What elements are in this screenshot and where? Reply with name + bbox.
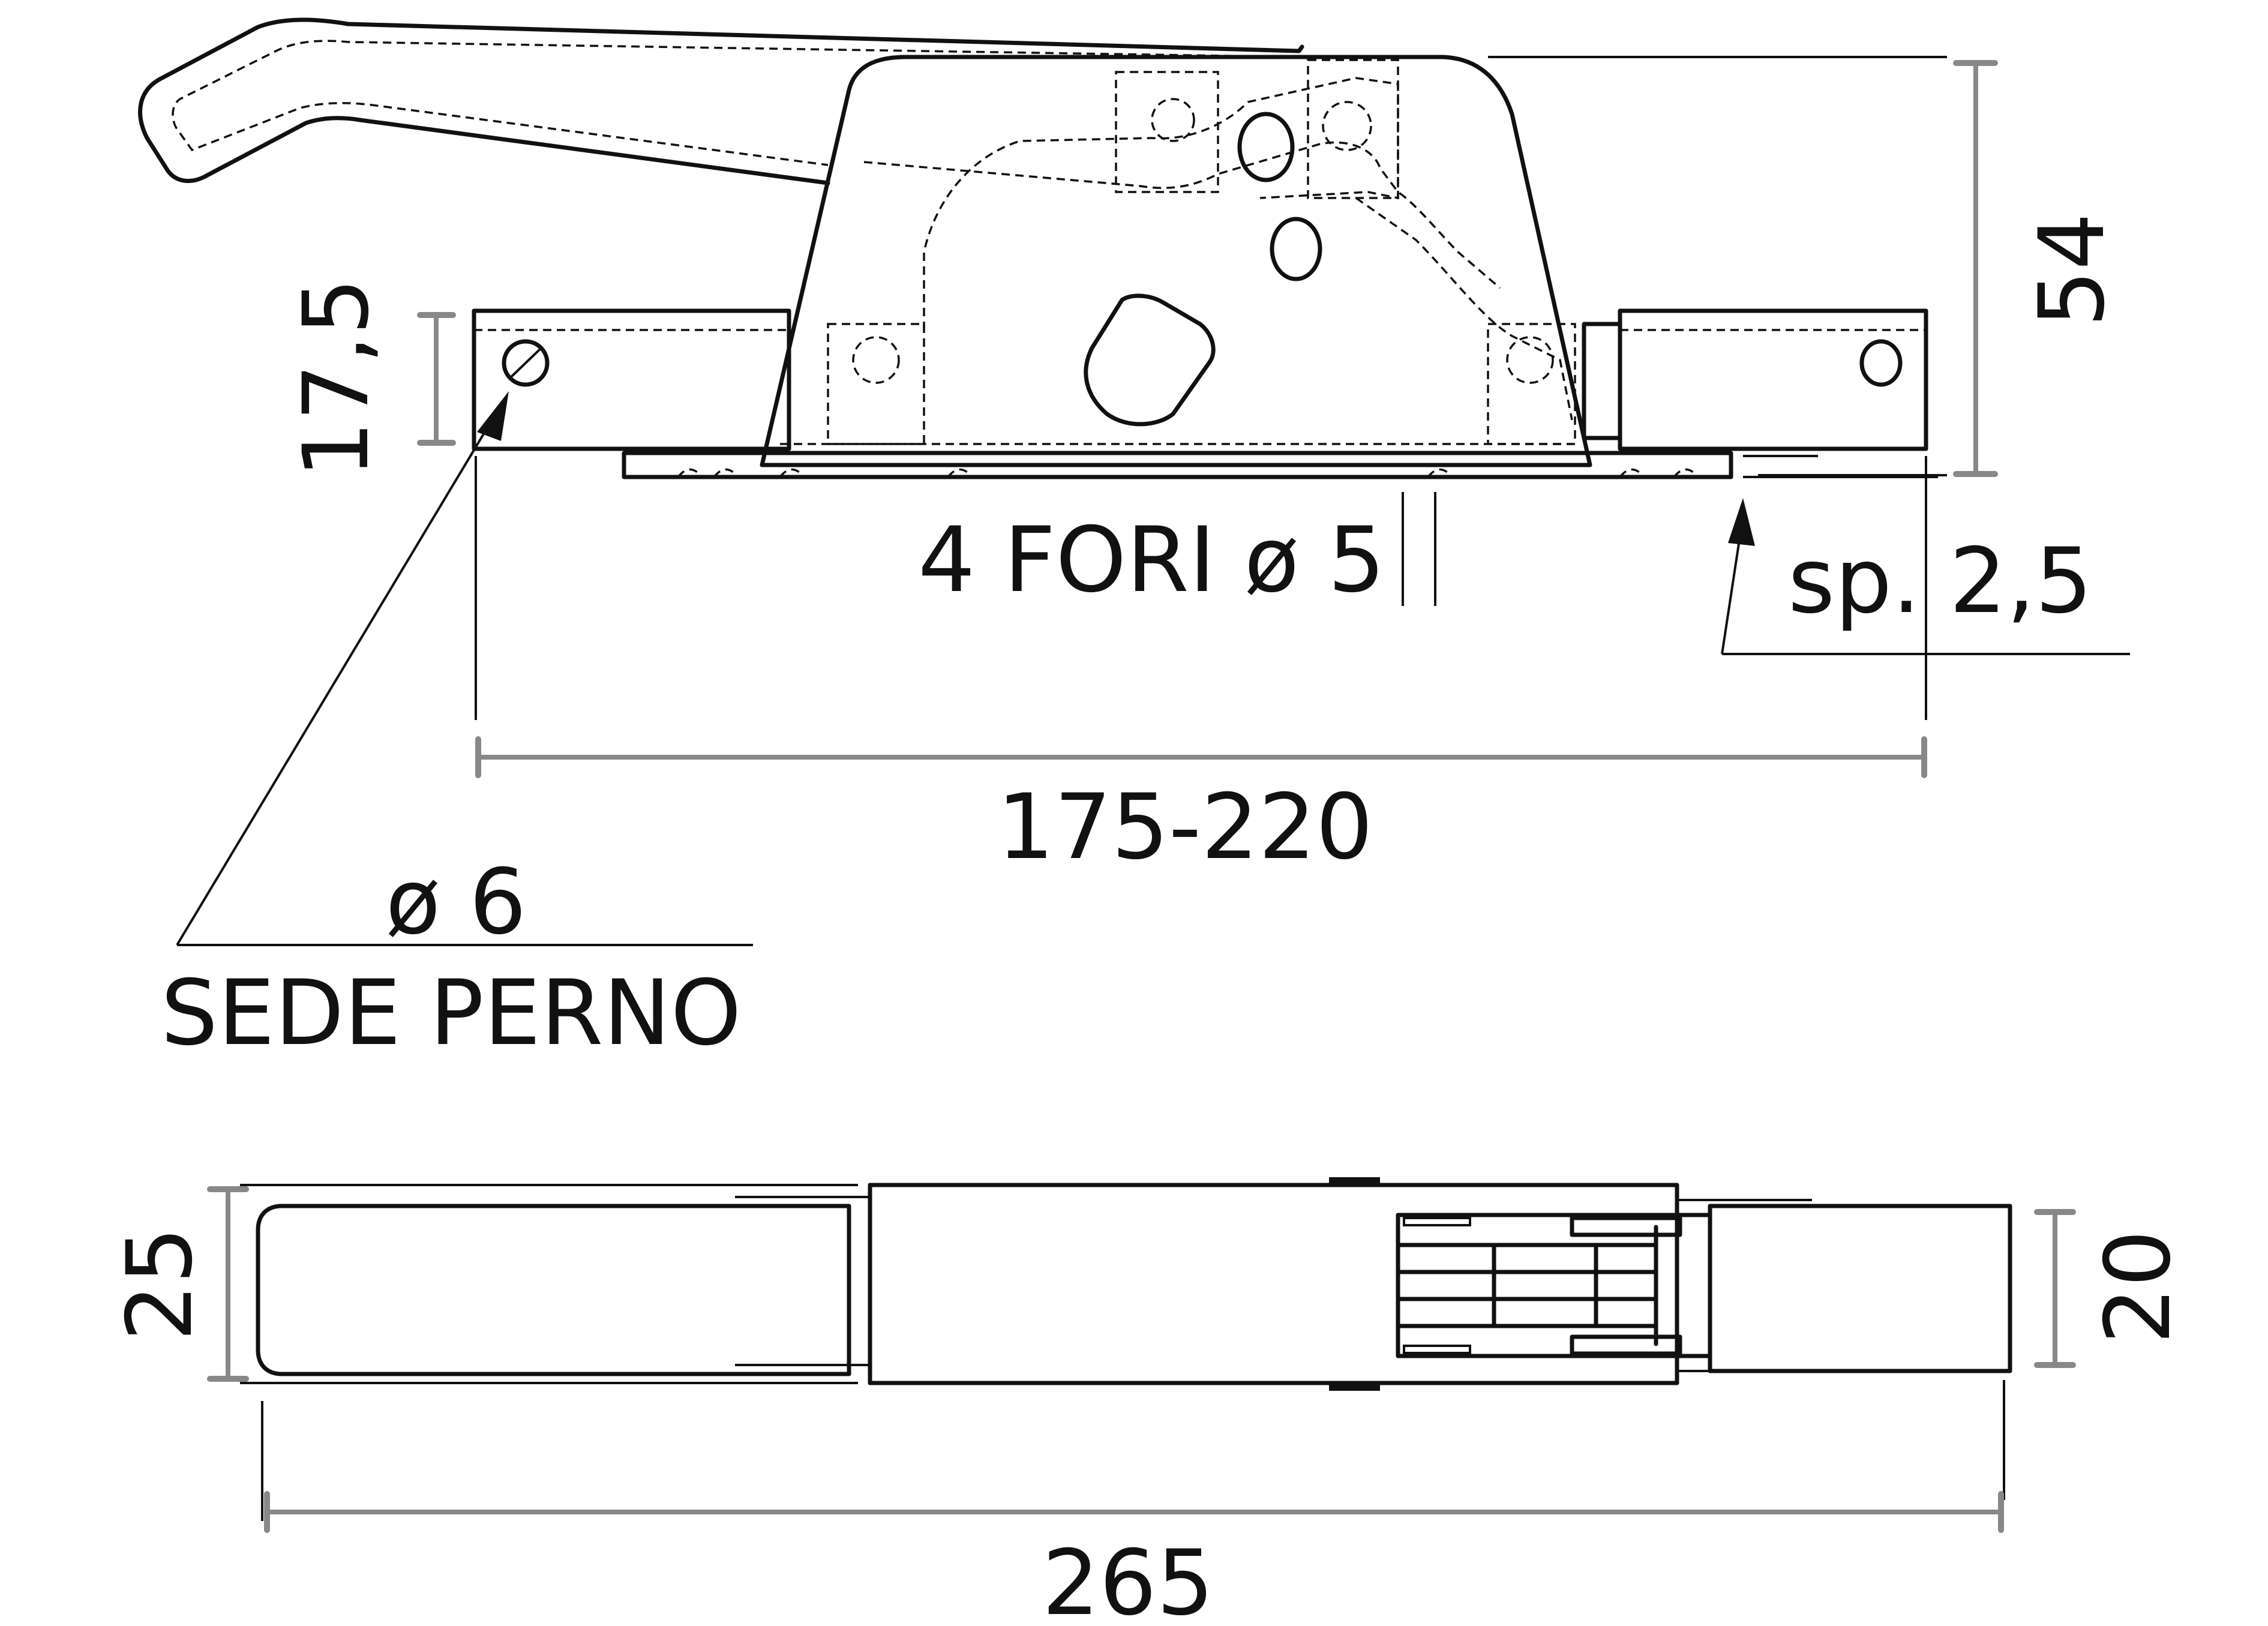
top-end-tab: [1708, 1204, 2012, 1373]
top-handle: [256, 1204, 851, 1376]
lever-handle-inner-hidden: [172, 40, 1303, 166]
left-mounting-tab: [472, 308, 791, 451]
side-view: 54 17,5 4 FORI ø 5 sp. 2,5 175-220 ø 6 S…: [138, 17, 2130, 1066]
thickness-arrow: [1728, 498, 1755, 546]
hidden-lower-block-left: [827, 323, 925, 445]
thickness-leader-diag: [1721, 527, 1742, 655]
pin-seat-label: SEDE PERNO: [161, 961, 742, 1066]
hinge-pin-top: [1570, 1216, 1682, 1237]
dim-54-label: 54: [2020, 213, 2125, 328]
dim-25-label: 25: [108, 1227, 212, 1342]
dim-175-label: 175-220: [997, 775, 1373, 880]
dim-17-5-label: 17,5: [284, 278, 389, 478]
right-mounting-hole: [1859, 339, 1903, 387]
hidden-pivot-3: [852, 336, 900, 384]
hidden-pivot-4: [1506, 336, 1554, 384]
top-hinge-block: [1396, 1213, 1712, 1358]
cam-slot: [1084, 293, 1216, 427]
left-pin-hole: [502, 339, 550, 387]
hinge-small-bottom: [1403, 1345, 1471, 1354]
middle-pivot-hole: [1270, 217, 1322, 281]
hinge-pin-bottom: [1570, 1334, 1682, 1356]
pin-diameter-label: ø 6: [386, 850, 527, 955]
top-housing: [868, 1183, 1679, 1385]
hidden-pivot-2: [1322, 101, 1372, 151]
hidden-base-bumps: [677, 468, 1699, 478]
left-pin-hole-hatch: [509, 347, 542, 379]
top-view: 25 20 265: [108, 1177, 2191, 1626]
latch-housing: [760, 55, 1592, 467]
hidden-mechanism-2: [923, 77, 1399, 330]
hinge-small-top: [1403, 1217, 1471, 1226]
right-mounting-tab: [1618, 308, 1928, 451]
pin-leader-diag: [176, 419, 493, 946]
upper-pivot-hole: [1237, 112, 1295, 182]
hidden-lever-box: [1115, 71, 1219, 193]
hidden-pivot-1: [1151, 98, 1195, 142]
hidden-lever-box-2: [1307, 59, 1399, 199]
top-housing-cap-bottom: [1329, 1382, 1380, 1391]
top-housing-cap-top: [1329, 1177, 1380, 1186]
hidden-mechanism-3: [1355, 197, 1573, 421]
right-tab-connector: [1582, 322, 1622, 440]
dim-20-label: 20: [2086, 1230, 2191, 1345]
dim-265-label: 265: [1042, 1531, 1214, 1626]
lever-handle: [138, 17, 1304, 185]
thickness-label: sp. 2,5: [1788, 529, 2092, 634]
holes-label: 4 FORI ø 5: [918, 508, 1385, 613]
pin-leader-arrow: [477, 391, 509, 441]
hidden-mechanism: [863, 141, 1501, 289]
